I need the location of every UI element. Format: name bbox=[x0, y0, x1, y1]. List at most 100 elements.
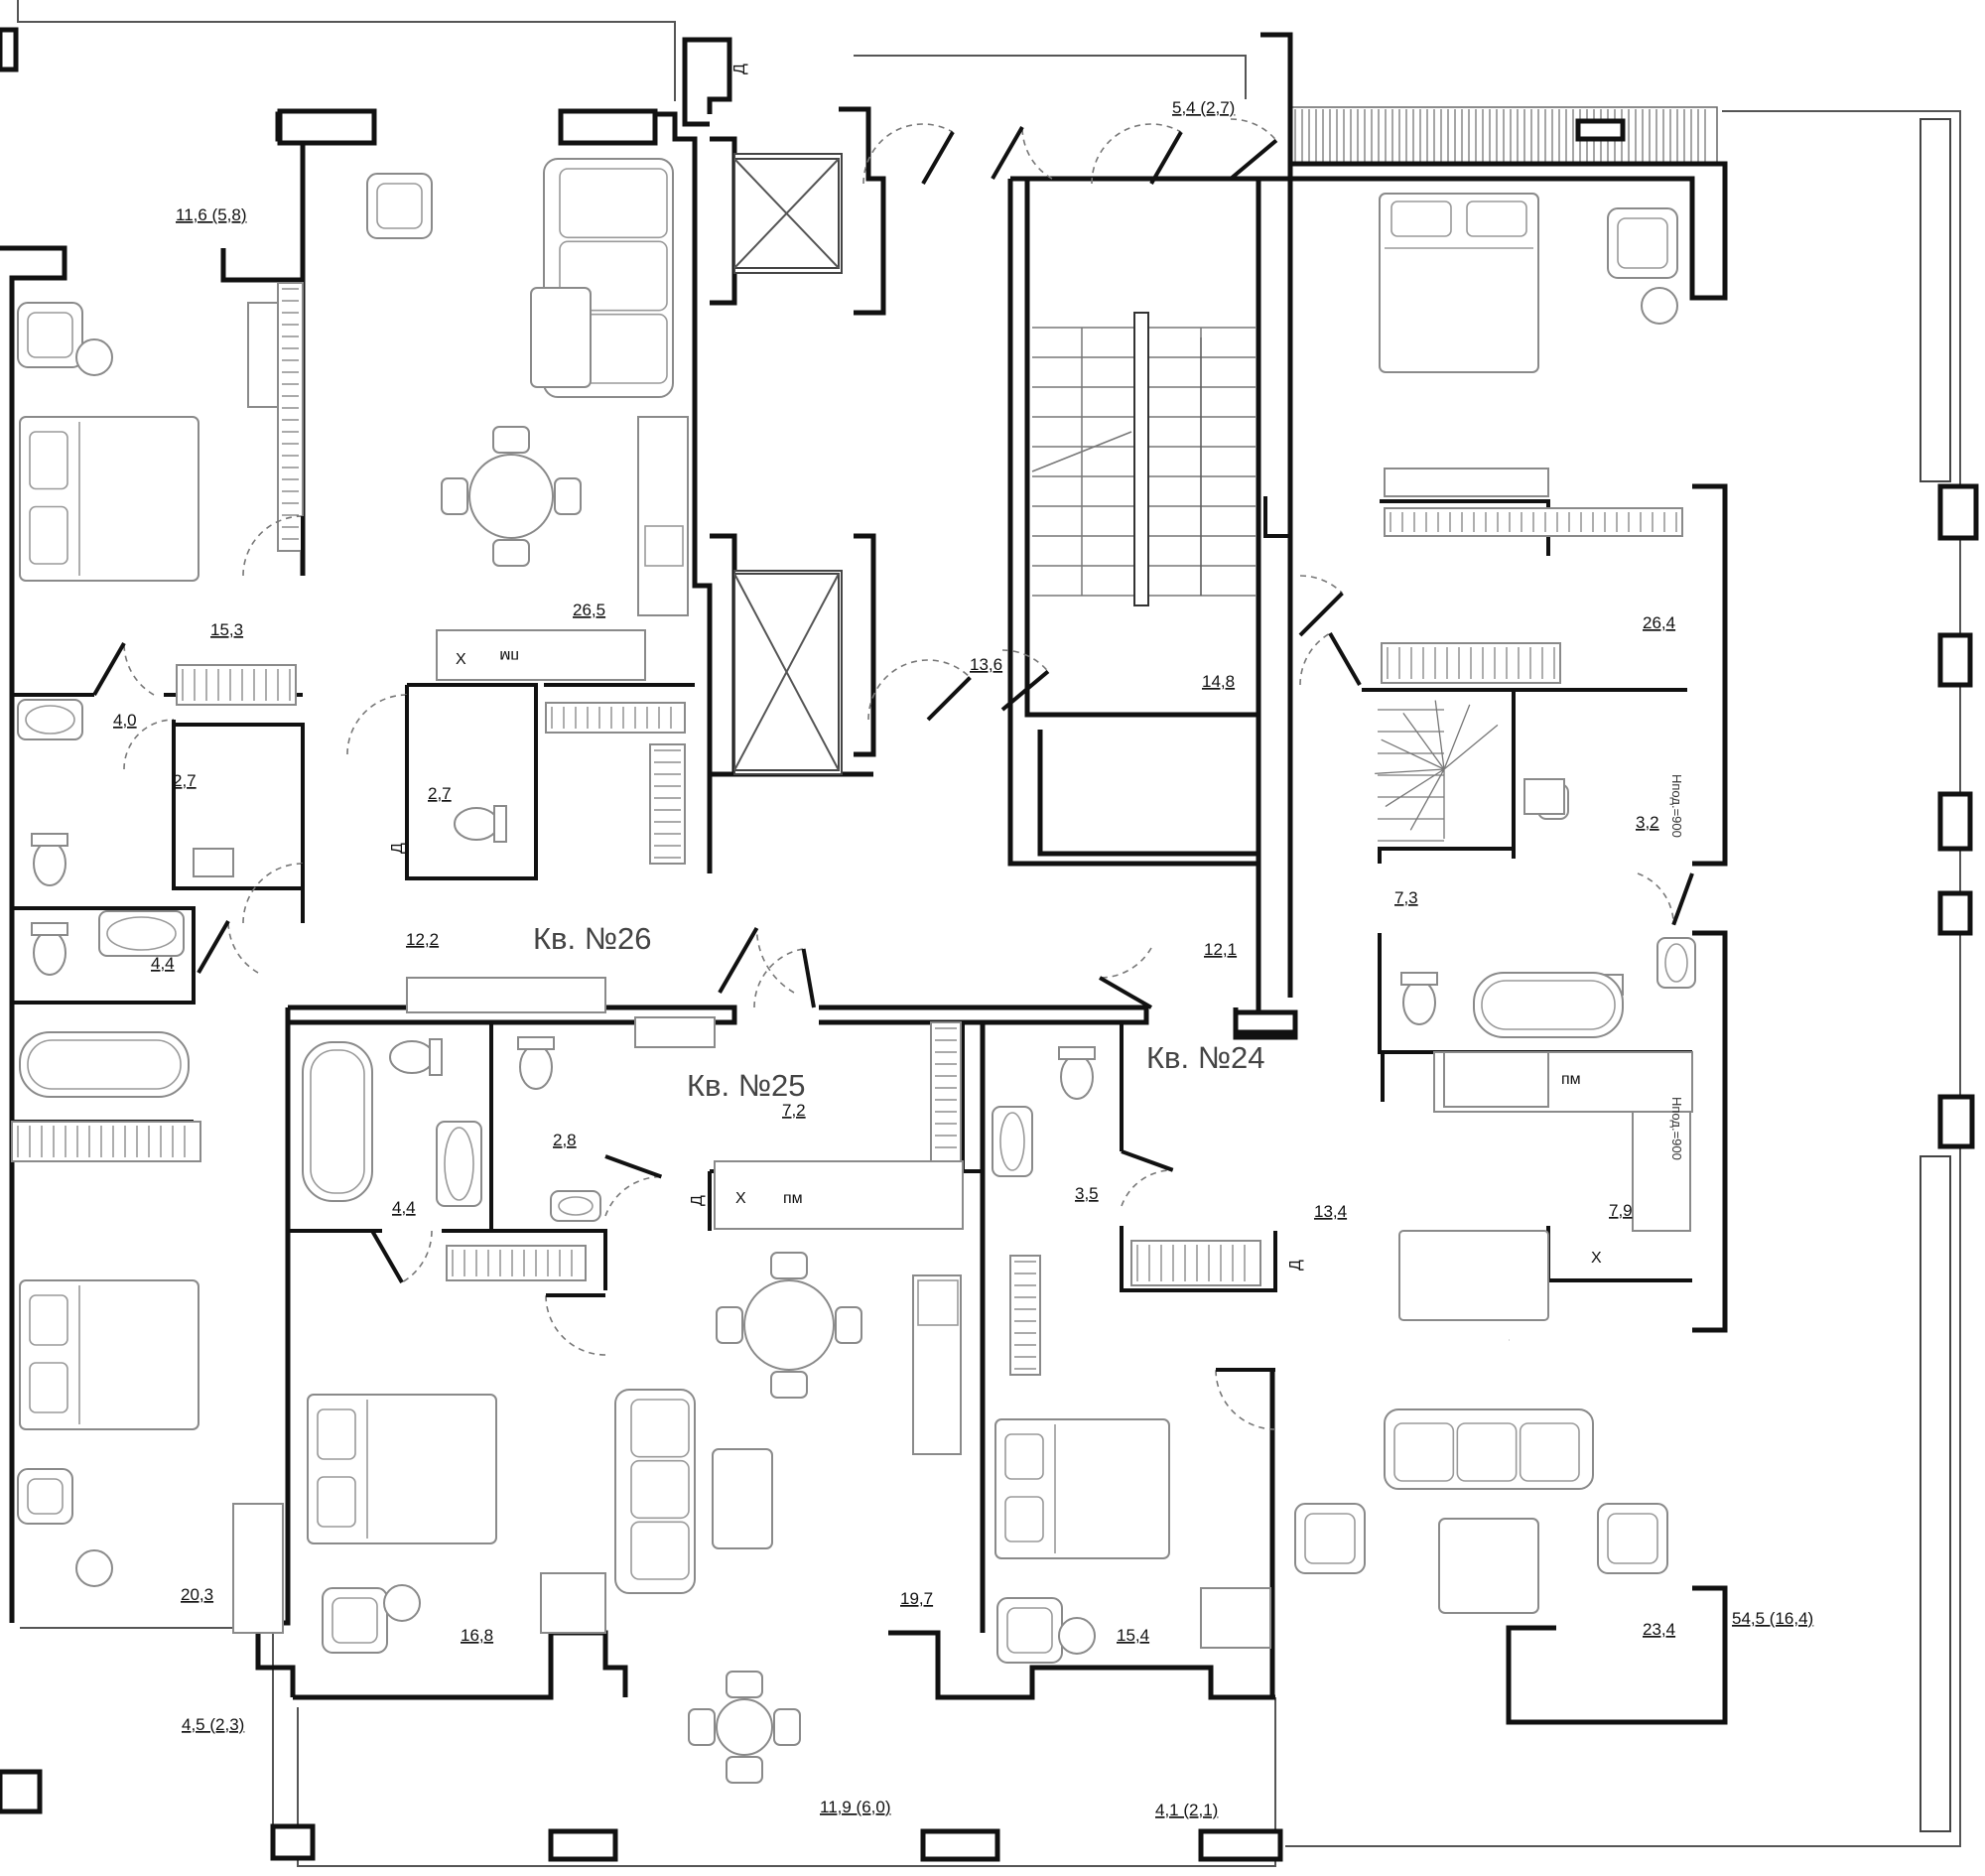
spiral-step bbox=[1402, 712, 1445, 770]
side-table bbox=[383, 1584, 421, 1622]
unit-mark: Д bbox=[389, 843, 406, 854]
spiral-step bbox=[1443, 704, 1471, 770]
toilet-bowl bbox=[33, 841, 66, 886]
pillow bbox=[29, 1362, 68, 1413]
sink bbox=[98, 910, 185, 957]
room-area: 2,8 bbox=[553, 1131, 577, 1149]
doors bbox=[92, 118, 1694, 1430]
door-leaf bbox=[1000, 669, 1050, 712]
room-area: 14,8 bbox=[1202, 672, 1235, 691]
door-leaf bbox=[1149, 131, 1183, 186]
room-area: 2,7 bbox=[173, 771, 197, 790]
room-area: 3,2 bbox=[1636, 813, 1659, 832]
room-area: 2,7 bbox=[428, 784, 452, 803]
pillow bbox=[317, 1476, 356, 1528]
armchair-seat bbox=[1607, 1513, 1658, 1564]
armchair-seat bbox=[376, 183, 423, 229]
unit-mark: Д bbox=[689, 1195, 706, 1206]
toilet-tank bbox=[493, 805, 507, 843]
sofa-seat bbox=[1393, 1422, 1455, 1482]
toilet-bowl bbox=[33, 930, 66, 976]
chair bbox=[726, 1671, 763, 1698]
room-area: 12,2 bbox=[406, 930, 439, 949]
armchair-seat bbox=[1304, 1513, 1356, 1564]
shower-tray bbox=[193, 848, 234, 877]
bathtub-inner bbox=[27, 1039, 182, 1090]
wardrobe bbox=[649, 743, 686, 865]
bed bbox=[19, 1279, 199, 1430]
door-swing bbox=[1021, 127, 1053, 180]
room-area: 20,3 bbox=[181, 1585, 213, 1604]
toilet bbox=[389, 1038, 443, 1076]
toilet bbox=[1400, 972, 1438, 1025]
armchair-seat bbox=[1006, 1607, 1053, 1654]
door-swing bbox=[753, 948, 804, 1008]
room-area: 12,1 bbox=[1204, 940, 1237, 959]
room-area: 15,3 bbox=[210, 620, 243, 639]
wardrobe bbox=[446, 1245, 587, 1281]
door-swing bbox=[1215, 1369, 1276, 1430]
room-area: 4,1 (2,1) bbox=[1155, 1801, 1218, 1819]
room-areas: 11,6 (5,8) 26,5 15,3 4,0 2,7 2,7 12,2 4,… bbox=[113, 98, 1813, 1819]
sofa-seat bbox=[559, 168, 668, 239]
sink bbox=[550, 1190, 601, 1222]
sofa bbox=[1384, 1408, 1594, 1490]
armchair-seat bbox=[1617, 217, 1668, 269]
kitchen-symbols: Х пм Х пм пм Х Д Д Д Д Нпод.=900 Нпод.=9… bbox=[389, 64, 1684, 1271]
bathtub bbox=[1473, 972, 1624, 1038]
sofa-seat bbox=[1456, 1422, 1518, 1482]
toilet-tank bbox=[1058, 1046, 1096, 1060]
door-leaf bbox=[718, 927, 759, 995]
height-note: Нпод.=900 bbox=[1669, 774, 1684, 838]
bathtub-inner bbox=[1481, 980, 1616, 1030]
door-leaf bbox=[1328, 632, 1362, 686]
door-leaf bbox=[801, 948, 816, 1008]
toilet-bowl bbox=[389, 1040, 435, 1074]
toilet-bowl bbox=[454, 807, 499, 841]
room-area: 15,4 bbox=[1117, 1626, 1149, 1645]
armchair bbox=[366, 173, 433, 239]
armchair bbox=[1294, 1503, 1366, 1574]
pillow bbox=[1004, 1496, 1044, 1542]
sofa-seat bbox=[630, 1459, 690, 1520]
room-area: 26,5 bbox=[573, 601, 605, 619]
door-leaf bbox=[197, 920, 230, 974]
sink-basin bbox=[1664, 943, 1688, 983]
door-leaf bbox=[921, 131, 955, 186]
armchair-seat bbox=[331, 1597, 378, 1644]
armchair bbox=[1607, 207, 1678, 279]
furniture bbox=[11, 158, 1696, 1784]
bathtub-inner bbox=[310, 1049, 365, 1194]
toilet bbox=[31, 833, 68, 886]
pillow bbox=[1466, 201, 1527, 237]
armchair-seat bbox=[27, 312, 73, 358]
dishwasher-mark: пм bbox=[499, 647, 519, 664]
dining-table bbox=[468, 454, 554, 539]
room-area: 4,4 bbox=[151, 954, 175, 973]
shelf bbox=[406, 977, 606, 1013]
armchair bbox=[17, 302, 83, 368]
door-leaf bbox=[1099, 976, 1152, 1009]
roof-hatch bbox=[1294, 109, 1706, 162]
chair bbox=[726, 1756, 763, 1784]
door-swing bbox=[604, 1175, 662, 1217]
door-leaf bbox=[1229, 138, 1278, 181]
spiral-step bbox=[1434, 700, 1445, 770]
dining-table bbox=[743, 1279, 835, 1371]
dishwasher-mark: пм bbox=[1561, 1071, 1581, 1088]
armchair bbox=[322, 1587, 388, 1654]
side-table bbox=[1058, 1617, 1096, 1655]
fridge-mark: Х bbox=[1591, 1250, 1602, 1267]
dining-table bbox=[716, 1698, 773, 1756]
toilet-tank bbox=[31, 833, 68, 847]
wardrobe bbox=[176, 664, 297, 706]
chair bbox=[770, 1252, 808, 1279]
stair-rail bbox=[1133, 312, 1149, 606]
hob bbox=[644, 525, 684, 567]
bed bbox=[19, 416, 199, 582]
sofa-seat bbox=[630, 1521, 690, 1580]
toilet-bowl bbox=[1060, 1054, 1094, 1100]
chair bbox=[554, 477, 582, 515]
terrace-outlines bbox=[17, 0, 1961, 1867]
